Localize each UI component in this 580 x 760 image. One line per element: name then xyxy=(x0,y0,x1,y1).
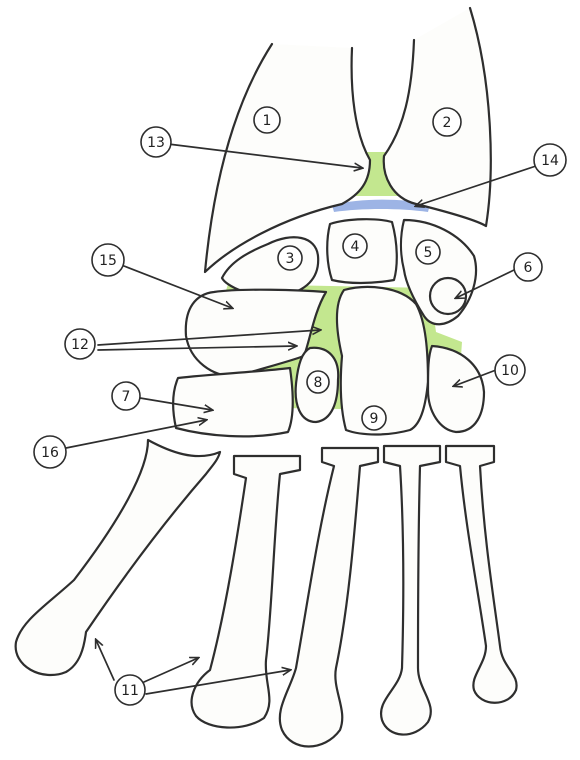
callout-8: 8 xyxy=(307,371,329,393)
callout-6-label: 6 xyxy=(524,260,533,276)
arrow-11a xyxy=(96,640,114,680)
callout-5: 5 xyxy=(416,240,440,264)
callout-11-label: 11 xyxy=(121,683,139,699)
callout-14: 14 xyxy=(534,144,566,176)
callout-3-label: 3 xyxy=(286,251,295,267)
callout-10: 10 xyxy=(495,355,525,385)
arrow-16 xyxy=(66,420,206,448)
metacarpal-ring xyxy=(381,446,440,735)
callout-2-label: 2 xyxy=(443,115,452,131)
arrow-11b xyxy=(144,658,198,682)
callout-5-label: 5 xyxy=(424,245,433,261)
callout-16-label: 16 xyxy=(41,445,59,461)
metacarpal-thumb xyxy=(16,440,220,675)
callout-10-label: 10 xyxy=(501,363,519,379)
metacarpal-index xyxy=(192,456,300,728)
callout-12: 12 xyxy=(65,329,95,359)
callout-7-label: 7 xyxy=(122,389,131,405)
callout-13-label: 13 xyxy=(147,135,165,151)
callout-11: 11 xyxy=(115,675,145,705)
callout-3: 3 xyxy=(278,246,302,270)
callout-2: 2 xyxy=(433,108,461,136)
trapezium-bone xyxy=(173,368,293,436)
callout-1-label: 1 xyxy=(263,113,272,129)
callout-7: 7 xyxy=(112,382,140,410)
callout-12-label: 12 xyxy=(71,337,89,353)
callout-14-label: 14 xyxy=(541,153,559,169)
callout-15-label: 15 xyxy=(99,253,117,269)
callout-9-label: 9 xyxy=(370,411,379,427)
callout-4-label: 4 xyxy=(351,239,360,255)
metacarpal-little xyxy=(446,446,517,703)
callout-9: 9 xyxy=(362,406,386,430)
callout-15: 15 xyxy=(92,244,124,276)
metacarpal-middle xyxy=(280,448,378,747)
callout-6: 6 xyxy=(514,253,542,281)
callout-4: 4 xyxy=(343,234,367,258)
callout-13: 13 xyxy=(141,127,171,157)
callout-16: 16 xyxy=(34,436,66,468)
callout-8-label: 8 xyxy=(314,375,323,391)
arrow-15 xyxy=(124,266,232,308)
callout-1: 1 xyxy=(254,107,280,133)
hamate-bone xyxy=(428,346,484,432)
